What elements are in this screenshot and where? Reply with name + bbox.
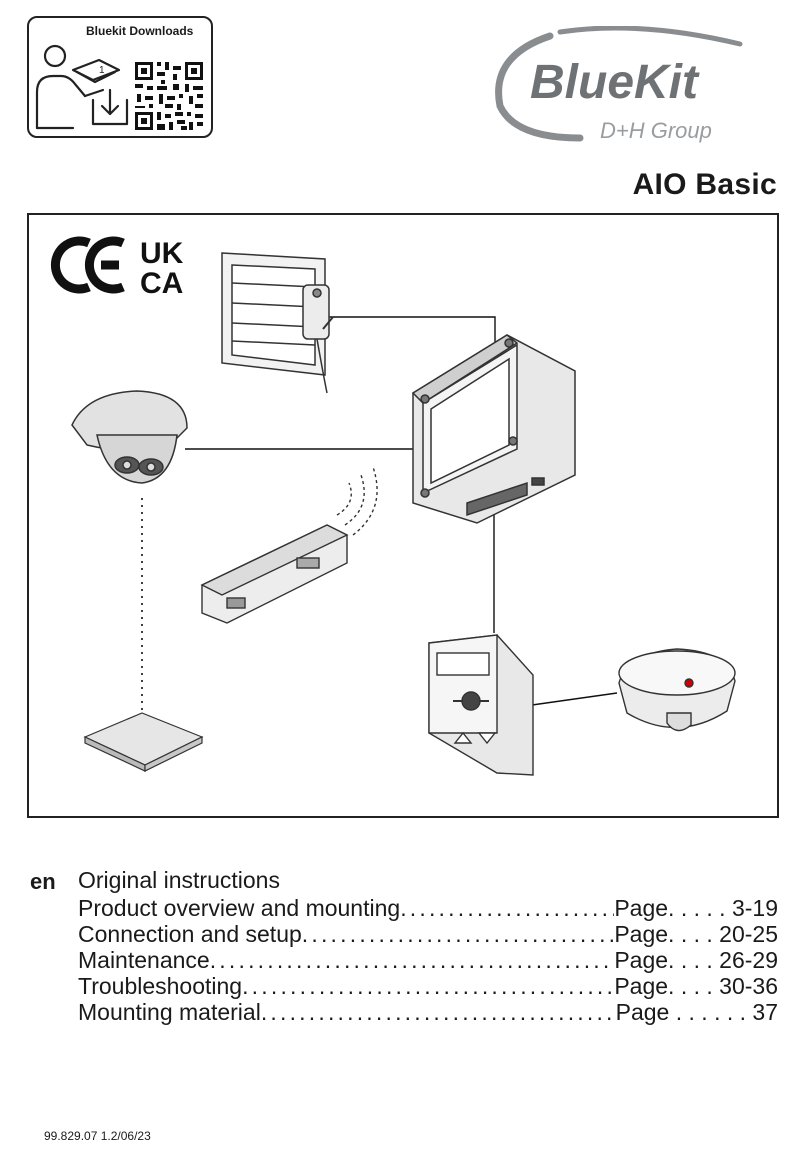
toc-entry[interactable]: Maintenance ............................… [78, 947, 778, 974]
toc-entry-label: Troubleshooting [78, 973, 243, 999]
floor-mat [83, 712, 204, 772]
toc-entry[interactable]: Troubleshooting ........................… [78, 973, 778, 1000]
toc-leader-dots: ........................................… [260, 999, 616, 1025]
toc-heading: Original instructions [78, 867, 280, 893]
toc-language: en [30, 869, 56, 894]
smoke-detector [618, 648, 736, 732]
book-page-number: 1 [99, 65, 105, 76]
toc-entry-label: Mounting material [78, 999, 261, 1025]
toc-entry[interactable]: Product overview and mounting ..........… [78, 895, 778, 922]
toc-entry-page: Page. . . . 30-36 [614, 973, 778, 999]
connection-lines [185, 316, 618, 706]
document-title: AIO Basic [632, 168, 777, 201]
dome-sensor [71, 390, 188, 484]
bluekit-logo: BlueKit D+H Group [495, 26, 743, 143]
toc-entry-page: Page. . . . . 3-19 [614, 895, 778, 921]
toc-entry-page: Page . . . . . . 37 [615, 999, 778, 1025]
ukca-mark-icon: UK CA [140, 237, 184, 300]
brand-group: D+H Group [600, 118, 712, 143]
svg-text:CA: CA [140, 267, 183, 300]
toc-leader-dots: ........................................… [209, 947, 615, 973]
reader-download-icon: 1 [35, 44, 129, 130]
toc-leader-dots: ........................................… [242, 973, 614, 999]
toc-entry-page: Page. . . . 26-29 [614, 947, 778, 973]
toc-entry-label: Maintenance [78, 947, 210, 973]
system-diagram: UK CA [50, 236, 736, 776]
brand-name: BlueKit [530, 56, 700, 109]
system-diagram-frame [27, 213, 779, 818]
wireless-module [200, 466, 378, 624]
toc-entry-label: Connection and setup [78, 921, 302, 947]
downloads-title: Bluekit Downloads [86, 24, 194, 38]
qr-code-icon[interactable] [133, 60, 205, 132]
ce-mark-icon [50, 236, 125, 294]
toc-entry[interactable]: Mounting material ......................… [78, 999, 778, 1026]
svg-text:UK: UK [140, 237, 184, 270]
damper-with-actuator [221, 252, 334, 394]
manual-call-point [428, 634, 534, 776]
downloads-box [27, 16, 213, 138]
toc-entry[interactable]: Connection and setup ...................… [78, 921, 778, 948]
aio-control-panel [411, 334, 576, 524]
toc-leader-dots: ........................................… [400, 895, 614, 921]
toc-leader-dots: ........................................… [301, 921, 615, 947]
document-number: 99.829.07 1.2/06/23 [44, 1129, 151, 1143]
toc-entry-label: Product overview and mounting [78, 895, 401, 921]
toc-entry-page: Page. . . . 20-25 [614, 921, 778, 947]
